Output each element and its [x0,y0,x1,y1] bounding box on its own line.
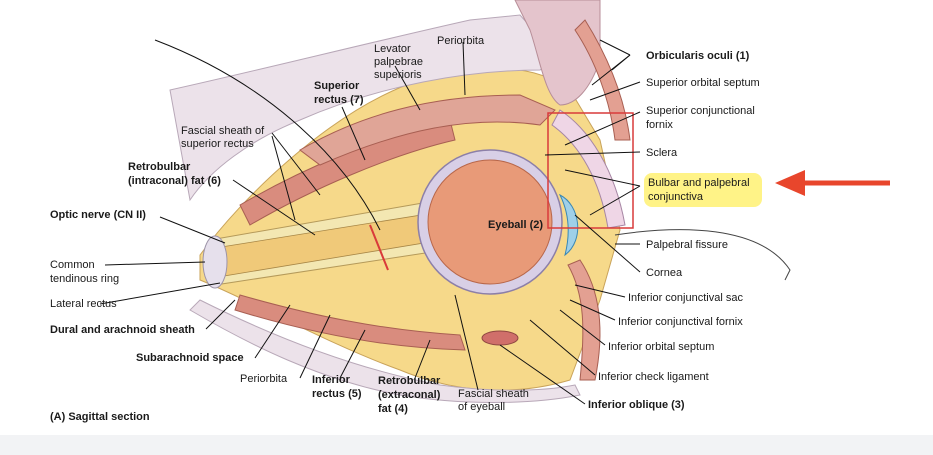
label-inf-orbital-septum: Inferior orbital septum [608,341,714,353]
label-retrobulbar-extra-1: Retrobulbar [378,375,441,387]
pointer-arrow-icon [775,170,890,196]
label-sup-orbital-septum: Superior orbital septum [646,77,760,89]
label-subarachnoid: Subarachnoid space [136,352,244,364]
label-fascial-sheath-sr-2: superior rectus [181,138,254,150]
superior-rectus-muscle [239,119,456,226]
surrounding-fascia-line [154,39,381,231]
cornea [558,193,579,257]
superior-bony-wall [169,14,561,202]
label-inf-check-ligament: Inferior check ligament [598,371,709,383]
label-sclera: Sclera [646,147,678,159]
skin-contour [614,229,791,281]
label-levator-1: Levator [374,43,411,55]
label-sup-conj-fornix-2: fornix [646,119,673,131]
label-bulbar-1: Bulbar and palpebral [648,177,750,189]
label-retrobulbar-intra-1: Retrobulbar [128,161,191,173]
eye-sagittal-diagram: Eyeball (2) Periorbita Levator palpebrae… [50,0,890,423]
inferior-rectus-muscle [234,294,466,351]
common-tendinous-ring [202,235,228,289]
label-levator-2: palpebrae [374,56,423,68]
label-periorbita-top: Periorbita [437,35,485,47]
label-sup-conj-fornix-1: Superior conjunctional [646,105,755,117]
bulbar-text-highlight [644,173,762,207]
label-lateral-rectus: Lateral rectus [50,298,117,310]
label-dural-sheath: Dural and arachnoid sheath [50,324,195,336]
diagram-canvas: Eyeball (2) Periorbita Levator palpebrae… [50,0,890,423]
label-retrobulbar-extra-3: fat (4) [378,403,408,415]
figure-caption: (A) Sagittal section [50,411,150,423]
label-cornea: Cornea [646,267,683,279]
label-optic-nerve: Optic nerve (CN II) [50,209,146,221]
label-retrobulbar-intra-2: (intraconal) fat (6) [128,175,221,187]
footer-band [0,435,933,455]
label-common-ring-2: tendinous ring [50,273,119,285]
label-inferior-rectus-2: rectus (5) [312,388,362,400]
label-superior-rectus-2: rectus (7) [314,94,364,106]
eyeball [427,159,553,285]
label-fascial-sheath-eye-1: Fascial sheath [458,388,529,400]
label-levator-3: superioris [374,69,422,81]
label-periorbita-bottom: Periorbita [240,373,288,385]
label-inferior-rectus-1: Inferior [312,374,351,386]
label-inf-conj-sac: Inferior conjunctival sac [628,292,743,304]
lower-eyelid [567,259,601,381]
inferior-oblique-muscle [481,330,519,346]
label-fascial-sheath-eye-2: of eyeball [458,401,505,413]
label-inf-oblique: Inferior oblique (3) [588,399,685,411]
label-superior-rectus-1: Superior [314,80,360,92]
label-common-ring-1: Common [50,259,95,271]
vessel-mark [369,224,389,271]
label-retrobulbar-extra-2: (extraconal) [378,389,441,401]
label-fascial-sheath-sr-1: Fascial sheath of [181,125,265,137]
label-palpebral-fissure: Palpebral fissure [646,239,728,251]
label-eyeball: Eyeball (2) [488,219,543,231]
label-inf-conj-fornix: Inferior conjunctival fornix [618,316,743,328]
label-orbicularis: Orbicularis oculi (1) [646,50,750,62]
label-bulbar-2: conjunctiva [648,191,704,203]
leader-lines [99,39,641,405]
orbicularis-oculi [574,19,631,141]
